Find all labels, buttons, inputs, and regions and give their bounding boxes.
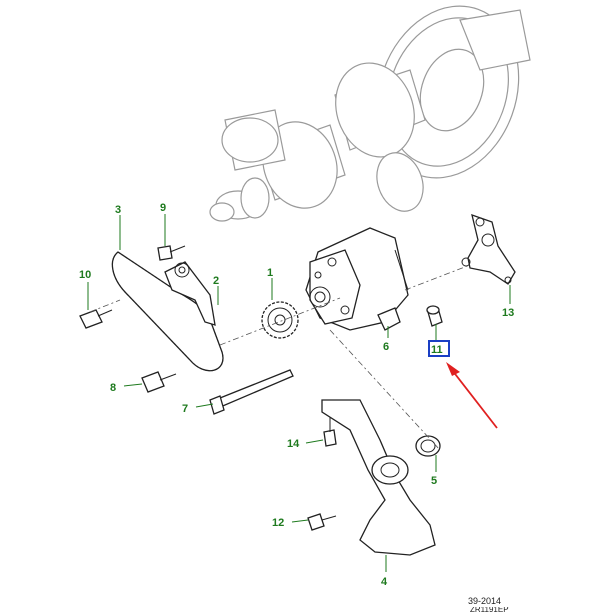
callout-14[interactable]: 14 xyxy=(287,438,300,450)
bolt-7-part xyxy=(209,369,294,415)
callout-2[interactable]: 2 xyxy=(213,275,219,287)
crankshaft-ghost xyxy=(209,5,531,222)
callout-4[interactable]: 4 xyxy=(381,576,388,588)
sprocket-part xyxy=(261,301,299,339)
callout-10[interactable]: 10 xyxy=(79,269,91,281)
red-arrow-icon xyxy=(446,362,498,429)
dowel-part xyxy=(426,305,443,327)
bolt-8-part xyxy=(141,371,177,393)
reference-code: 39-2014 xyxy=(468,596,502,606)
callout-11[interactable]: 11 xyxy=(431,344,443,356)
bolt-10-part xyxy=(79,309,113,329)
callout-5[interactable]: 5 xyxy=(431,475,437,487)
oil-pump-part xyxy=(305,227,409,331)
callout-3[interactable]: 3 xyxy=(115,204,121,216)
callout-7[interactable]: 7 xyxy=(182,403,188,415)
tensioner-part xyxy=(164,261,216,326)
callout-1[interactable]: 1 xyxy=(267,267,273,279)
callout-8[interactable]: 8 xyxy=(110,382,116,394)
callout-13[interactable]: 13 xyxy=(502,307,514,319)
o-ring-part xyxy=(415,435,441,457)
callout-11-highlight xyxy=(428,340,450,357)
callout-9[interactable]: 9 xyxy=(160,202,166,214)
leader-lines xyxy=(87,214,511,572)
bolt-9-part xyxy=(157,245,186,261)
chain-part xyxy=(111,251,224,372)
centre-lines xyxy=(89,264,471,451)
bracket-part xyxy=(461,213,516,285)
drawing-code: ZR1191EP xyxy=(470,607,509,613)
bolt-12-part xyxy=(307,513,337,531)
pickup-tube-part xyxy=(321,399,436,556)
callout-6[interactable]: 6 xyxy=(383,341,389,353)
callout-12[interactable]: 12 xyxy=(272,517,284,529)
